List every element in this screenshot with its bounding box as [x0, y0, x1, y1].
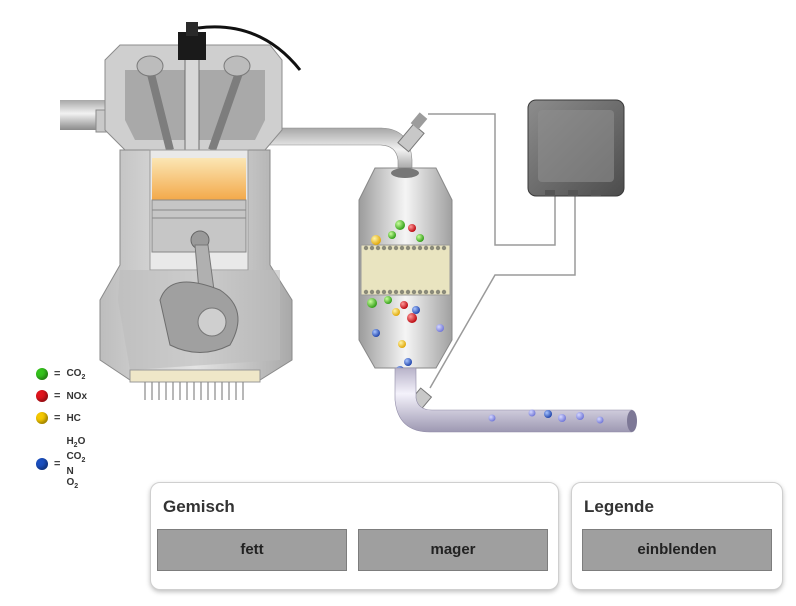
- oil-sump-fins: [144, 382, 244, 400]
- lambda-sensor-upper: [397, 112, 428, 153]
- red-ball-icon: [36, 390, 48, 402]
- exhaust-molecules: [488, 409, 604, 424]
- rich-mixture-button[interactable]: fett: [157, 529, 347, 571]
- legend-panel: Legende einblenden: [571, 482, 783, 590]
- legend-item-co2: = CO2: [36, 366, 85, 382]
- show-legend-button[interactable]: einblenden: [582, 529, 772, 571]
- legend-item-hc: = HC: [36, 410, 81, 426]
- mixture-panel-title: Gemisch: [163, 497, 235, 516]
- crankshaft: [159, 244, 239, 353]
- lean-mixture-button[interactable]: mager: [358, 529, 548, 571]
- legend-item-products: = H2O CO2 N O2: [36, 436, 85, 492]
- legend-panel-title: Legende: [584, 497, 654, 516]
- combustion-chamber: [152, 158, 246, 200]
- green-ball-icon: [36, 368, 48, 380]
- exhaust-pipe: [394, 367, 633, 433]
- piston: [151, 199, 247, 253]
- mixture-panel: Gemisch fett mager: [150, 482, 559, 590]
- catalyst-monolith: [360, 244, 451, 296]
- legend-item-nox: = NOx: [36, 388, 87, 404]
- engine-control-unit: [527, 99, 625, 197]
- blue-ball-icon: [36, 458, 48, 470]
- valves: [136, 55, 251, 152]
- sensor-wiring: [428, 113, 576, 389]
- molecule-legend: = CO2 = NOx = HC = H2O CO2 N O2: [36, 364, 126, 494]
- yellow-ball-icon: [36, 412, 48, 424]
- engine-catalyst-illustration: [60, 22, 637, 433]
